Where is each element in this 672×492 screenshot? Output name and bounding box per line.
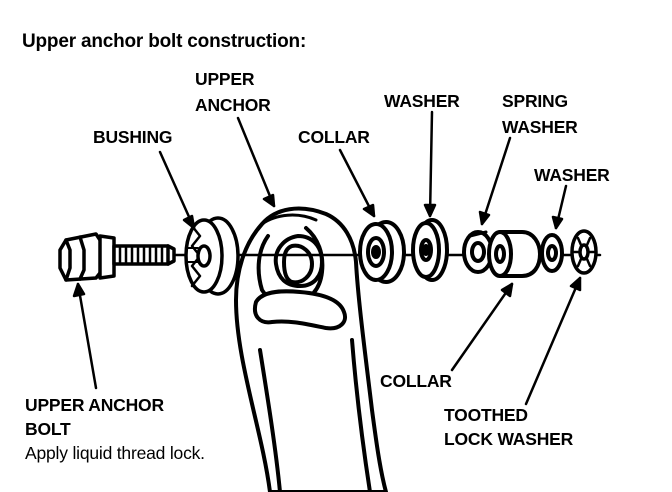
label-upper-anchor-bolt-line1: UPPER ANCHOR (25, 395, 164, 415)
page-title: Upper anchor bolt construction: (22, 31, 307, 52)
washer-top-part (411, 218, 449, 282)
toothed-lock-washer-part (570, 229, 598, 275)
label-collar-bottom: COLLAR (380, 371, 452, 391)
washer-right-part (540, 233, 564, 273)
bushing-part (184, 216, 240, 296)
spring-washer-part (462, 230, 494, 274)
label-washer-right: WASHER (534, 165, 610, 185)
label-toothed-lock-washer-line2: LOCK WASHER (444, 429, 574, 449)
label-upper-anchor-line1: UPPER (195, 69, 255, 89)
leader-arrows (72, 110, 582, 406)
label-spring-washer-line2: WASHER (502, 117, 578, 137)
upper-anchor-bolt-part (58, 232, 176, 282)
upper-anchor-part (234, 206, 388, 492)
collar-top-part (358, 220, 406, 284)
collar-bottom-part (487, 230, 542, 278)
label-spring-washer-line1: SPRING (502, 91, 568, 111)
label-toothed-lock-washer-line1: TOOTHED (444, 405, 528, 425)
label-collar-top: COLLAR (298, 127, 370, 147)
label-upper-anchor-bolt-line2: BOLT (25, 419, 71, 439)
label-washer-top: WASHER (384, 91, 460, 111)
label-upper-anchor-line2: ANCHOR (195, 95, 271, 115)
label-bushing: BUSHING (93, 127, 173, 147)
thread-lock-note: Apply liquid thread lock. (25, 443, 205, 463)
